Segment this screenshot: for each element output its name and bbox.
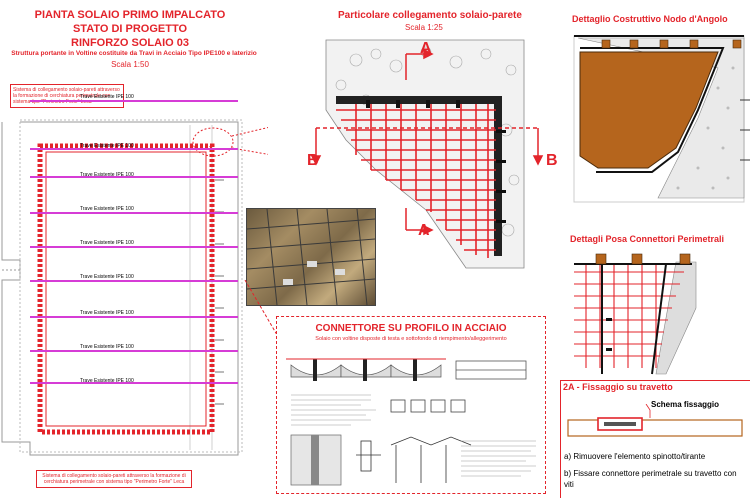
connectors-detail-drawing <box>574 253 697 375</box>
plan-subtitle: Struttura portante in Voltine costituite… <box>11 50 257 57</box>
plan-note-bottom: Sistema di collegamento solaio-pareti at… <box>36 470 192 488</box>
plan-title-2: STATO DI PROGETTO <box>72 23 188 35</box>
beam-label-8: Trave Esistente IPE 100 <box>80 344 134 350</box>
connector-subtitle: Solaio con voltine disposte di testa e s… <box>315 336 507 342</box>
beam-9 <box>30 382 238 384</box>
plan-scale: Scala 1:50 <box>111 60 149 69</box>
plan-note-top: Sistema di collegamento solaio-pareti at… <box>10 84 124 108</box>
corner-detail-drawing <box>573 35 745 203</box>
beam-label-5: Trave Esistente IPE 100 <box>80 240 134 246</box>
detail-connectors-title: Dettagli Posa Connettori Perimetrali <box>570 234 725 244</box>
site-photo <box>246 208 376 306</box>
fixing-title: 2A - Fissaggio su travetto <box>563 382 673 392</box>
beam-label-6: Trave Esistente IPE 100 <box>80 274 134 280</box>
plan-drawing <box>1 119 268 456</box>
connector-title: CONNETTORE SU PROFILO IN ACCIAIO <box>315 323 507 334</box>
ipe-beams <box>20 70 250 470</box>
divider-right-col <box>560 380 561 498</box>
detail-wall-title: Particolare collegamento solaio-parete <box>338 10 522 21</box>
right-edge-ticks <box>740 99 750 161</box>
fixing-drawing <box>567 404 743 437</box>
connector-drawing <box>286 358 536 486</box>
beam-label-7: Trave Esistente IPE 100 <box>80 310 134 316</box>
beam-7 <box>30 316 238 318</box>
beam-label-4: Trave Esistente IPE 100 <box>80 206 134 212</box>
plan-title-1: PIANTA SOLAIO PRIMO IMPALCATO <box>34 9 226 21</box>
beam-4 <box>30 212 238 214</box>
beam-5 <box>30 246 238 248</box>
detail-corner-title: Dettaglio Costruttivo Nodo d'Angolo <box>572 14 728 24</box>
beam-1 <box>30 100 238 102</box>
divider-right-top <box>560 380 750 381</box>
beam-label-3: Trave Esistente IPE 100 <box>80 172 134 178</box>
beam-3 <box>30 176 238 178</box>
plan-title-3: RINFORZO SOLAIO 03 <box>71 37 189 49</box>
beam-2 <box>30 148 238 150</box>
fixing-step-a: a) Rimuovere l'elemento spinotto/tirante <box>564 452 706 461</box>
section-a-top: A <box>420 40 432 57</box>
section-a-bottom: A <box>418 222 430 239</box>
section-b-right: B <box>546 152 558 169</box>
detail-wall-scale: Scala 1:25 <box>405 23 443 32</box>
fixing-step-b: b) Fissare connettore perimetrale su tra… <box>564 469 737 489</box>
beam-label-1: Trave Esistente IPE 100 <box>80 94 134 100</box>
beam-8 <box>30 350 238 352</box>
connector-callout-lines <box>244 280 281 341</box>
wall-detail-drawing <box>310 39 544 269</box>
beam-label-2: Trave Esistente IPE 100 <box>80 143 134 149</box>
beam-label-9: Trave Esistente IPE 100 <box>80 378 134 384</box>
beam-6 <box>30 280 238 282</box>
fixing-schema-label: Schema fissaggio <box>651 400 720 409</box>
connector-panel: CONNETTORE SU PROFILO IN ACCIAIO Solaio … <box>276 316 546 494</box>
section-b-left: B <box>307 152 319 169</box>
